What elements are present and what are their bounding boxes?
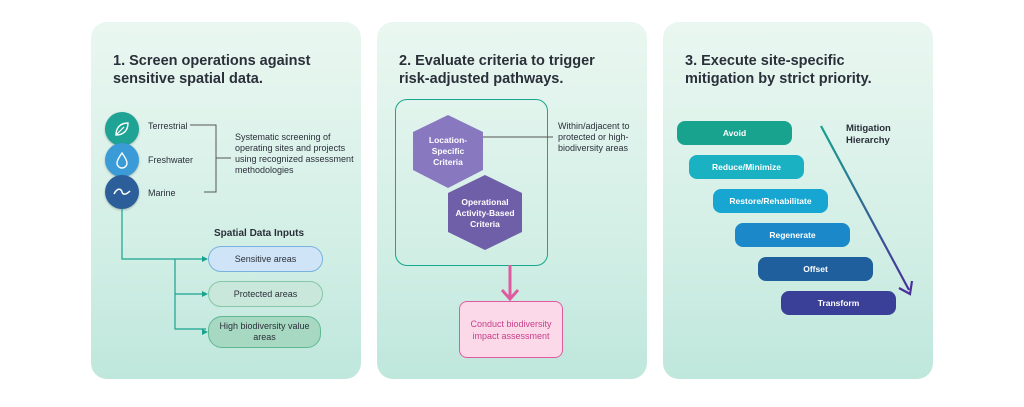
panel-1-connectors xyxy=(121,124,231,335)
operational-criteria-label: Operational Activity-Based Criteria xyxy=(455,196,515,229)
criteria-annotation: Within/adjacent to protected or high-bio… xyxy=(558,121,630,153)
panel-1-title: 1. Screen operations against sensitive s… xyxy=(113,53,311,87)
screening-description: Systematic screening of operating sites … xyxy=(235,132,354,175)
env-label-marine: Marine xyxy=(148,188,176,198)
panel-2-shapes xyxy=(413,115,553,302)
panel-2-title: 2. Evaluate criteria to trigger risk-adj… xyxy=(399,53,595,87)
env-label-terrestrial: Terrestrial xyxy=(148,121,188,131)
criteria-frame xyxy=(395,99,548,266)
mitigation-restore: Restore/Rehabilitate xyxy=(713,189,828,213)
location-hexagon xyxy=(413,115,483,188)
leaf-icon xyxy=(115,122,129,136)
location-criteria-label: Location- Specific Criteria xyxy=(428,134,468,167)
operational-hexagon xyxy=(448,175,522,250)
panel-evaluate-criteria: 2. Evaluate criteria to trigger risk-adj… xyxy=(377,22,647,379)
mitigation-reduce: Reduce/Minimize xyxy=(689,155,804,179)
terrestrial-circle xyxy=(105,112,139,146)
panel-screen-operations: 1. Screen operations against sensitive s… xyxy=(91,22,361,379)
mitigation-transform: Transform xyxy=(781,291,896,315)
env-label-freshwater: Freshwater xyxy=(148,155,194,165)
water-drop-icon xyxy=(116,151,128,169)
input-high-biodiversity-areas: High biodiversity value areas xyxy=(208,316,321,348)
spatial-data-heading: Spatial Data Inputs xyxy=(214,228,305,239)
mitigation-regenerate: Regenerate xyxy=(735,223,850,247)
hierarchy-arrow xyxy=(820,125,914,296)
panel-3-title: 3. Execute site-specific mitigation by s… xyxy=(685,53,872,87)
input-protected-areas: Protected areas xyxy=(208,281,323,307)
freshwater-circle xyxy=(105,143,139,177)
marine-circle xyxy=(105,175,139,209)
panel-execute-mitigation: 3. Execute site-specific mitigation by s… xyxy=(663,22,933,379)
mitigation-offset: Offset xyxy=(758,257,873,281)
mitigation-avoid: Avoid xyxy=(677,121,792,145)
mitigation-hierarchy-label: Mitigation Hierarchy xyxy=(846,123,891,146)
input-sensitive-areas: Sensitive areas xyxy=(208,246,323,272)
impact-assessment-box: Conduct biodiversity impact assessment xyxy=(459,301,563,358)
wave-icon xyxy=(113,188,131,195)
